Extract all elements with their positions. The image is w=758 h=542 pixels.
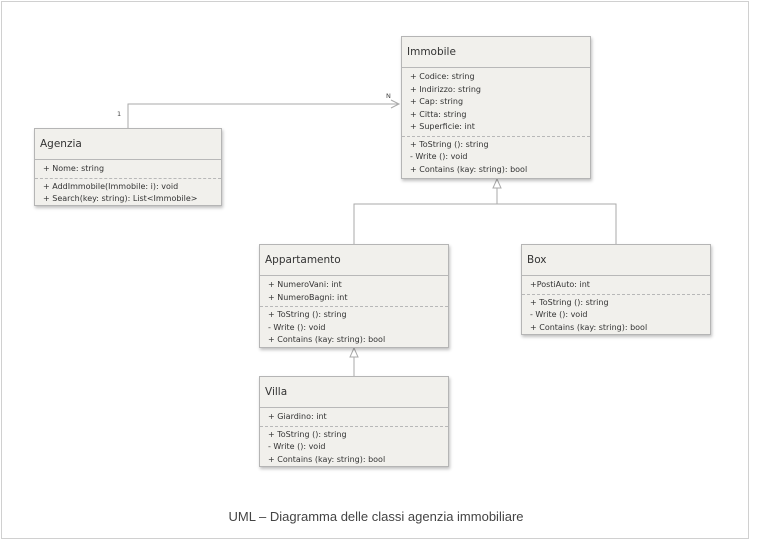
class-name: Box (522, 245, 710, 276)
attribute: + Codice: string (410, 72, 475, 81)
operation: + ToString (): string (410, 139, 489, 149)
class-name: Agenzia (35, 129, 221, 160)
attribute: + Nome: string (43, 164, 105, 173)
attribute: +PostiAuto: int (530, 280, 590, 289)
operation: + Contains (kay: string): bool (268, 335, 386, 344)
class-villa: Villa + Giardino: int + ToString (): str… (259, 376, 449, 467)
attribute: + Superficie: int (410, 122, 475, 131)
operation: + AddImmobile(Immobile: i): void (43, 181, 179, 191)
association-arrowhead (390, 99, 401, 109)
class-name: Appartamento (260, 245, 448, 276)
attribute: + Giardino: int (268, 412, 327, 421)
operations-compartment: + ToString (): string - Write (): void +… (522, 295, 710, 337)
operations-compartment: + ToString (): string - Write (): void +… (402, 137, 590, 179)
operations-compartment: + ToString (): string - Write (): void +… (260, 427, 448, 469)
class-name: Villa (260, 377, 448, 408)
class-name: Immobile (402, 37, 590, 68)
operation: - Write (): void (268, 442, 326, 451)
generalization-triangle-immobile (492, 177, 502, 189)
operations-compartment: + AddImmobile(Immobile: i): void + Searc… (35, 179, 221, 208)
attribute: + Cap: string (410, 97, 464, 106)
operation: + ToString (): string (268, 310, 347, 319)
class-agenzia: Agenzia + Nome: string + AddImmobile(Imm… (34, 128, 222, 206)
class-appartamento: Appartamento + NumeroVani: int + NumeroB… (259, 244, 449, 348)
association-line (127, 103, 399, 128)
attribute: + Indirizzo: string (410, 84, 481, 94)
attribute: + NumeroBagni: int (268, 292, 348, 302)
multiplicity-source: 1 (117, 110, 122, 118)
operation: + Contains (kay: string): bool (410, 164, 528, 174)
operation: + ToString (): string (268, 429, 347, 439)
attributes-compartment: + Nome: string (35, 160, 221, 179)
operation: + Search(key: string): List<Immobile> (43, 194, 198, 203)
attributes-compartment: + Giardino: int (260, 408, 448, 427)
operation: - Write (): void (268, 322, 326, 332)
attributes-compartment: + Codice: string + Indirizzo: string + C… (402, 68, 590, 137)
attributes-compartment: +PostiAuto: int (522, 276, 710, 295)
operation: + Contains (kay: string): bool (268, 454, 386, 464)
operation: + Contains (kay: string): bool (530, 322, 648, 332)
operation: - Write (): void (530, 310, 588, 319)
attribute: + Citta: string (410, 109, 467, 119)
operation: + ToString (): string (530, 297, 609, 307)
generalization-line-appartamento (353, 203, 617, 244)
figure-caption: UML – Diagramma delle classi agenzia imm… (228, 509, 524, 524)
class-box: Box +PostiAuto: int + ToString (): strin… (521, 244, 711, 335)
operations-compartment: + ToString (): string - Write (): void +… (260, 307, 448, 349)
operation: - Write (): void (410, 152, 468, 161)
generalization-triangle-appartamento (349, 346, 359, 358)
class-immobile: Immobile + Codice: string + Indirizzo: s… (401, 36, 591, 179)
attribute: + NumeroVani: int (268, 280, 342, 289)
multiplicity-target: N (386, 92, 391, 100)
attributes-compartment: + NumeroVani: int + NumeroBagni: int (260, 276, 448, 307)
